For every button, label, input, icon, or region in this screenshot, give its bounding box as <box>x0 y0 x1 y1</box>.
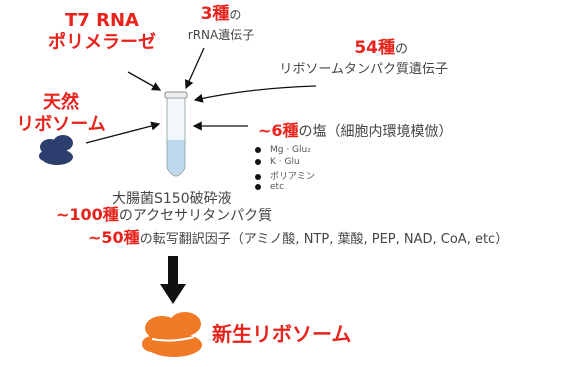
rrna-suffix: の <box>229 8 242 22</box>
new-ribosome-label: 新生リボソーム <box>212 322 352 346</box>
rrna-text: rRNA遺伝子 <box>187 28 255 42</box>
salts-label: ~6種の塩（細胞内環境模倣） <box>258 122 453 141</box>
accessory-count: ~100種 <box>56 205 119 224</box>
t7-rna-polymerase-label: T7 RNA ポリメラーゼ <box>42 10 162 54</box>
salts-text: の塩（細胞内環境模倣） <box>298 124 453 140</box>
salt-item: K · Glu <box>255 157 300 167</box>
lysate-label: 大腸菌S150破砕液 <box>112 191 232 207</box>
salts-prefix: ~ <box>258 121 272 140</box>
rrna-genes-label: 3種の rRNA遺伝子 <box>176 4 266 45</box>
arrow-natural-ribosome <box>85 121 161 144</box>
accessory-proteins-label: ~100種のアクセサリタンパク質 <box>56 205 272 226</box>
ribo-protein-count: 54種 <box>354 38 395 58</box>
translation-count: ~50種 <box>88 228 140 247</box>
arrow-rrna <box>185 47 205 90</box>
translation-factors-label: ~50種の転写翻訳因子（アミノ酸, NTP, 葉酸, PEP, NAD, CoA… <box>88 228 508 250</box>
arrow-ribo-protein <box>193 85 317 103</box>
t7-line2: ポリメラーゼ <box>48 32 156 53</box>
natural-line1: 天然 <box>43 92 79 113</box>
salts-count: 6種 <box>271 121 299 140</box>
salt-item: ポリアミン <box>255 169 315 182</box>
test-tube <box>164 91 188 177</box>
accessory-text: のアクセサリタンパク質 <box>118 208 273 224</box>
ribo-protein-suffix: の <box>394 42 408 57</box>
natural-ribosome-icon <box>39 135 73 165</box>
natural-ribosome-label: 天然 リボソーム <box>6 92 116 136</box>
arrow-t7 <box>127 71 162 91</box>
salt-item: etc <box>255 182 284 192</box>
rrna-count: 3種 <box>200 4 230 24</box>
t7-line1: T7 RNA <box>65 10 139 31</box>
salt-item: Mg · Glu₂ <box>255 145 311 155</box>
ribosomal-protein-genes-label: 54種の リボソームタンパク質遺伝子 <box>258 38 448 80</box>
translation-text: の転写翻訳因子（アミノ酸, NTP, 葉酸, PEP, NAD, CoA, et… <box>139 232 509 247</box>
big-down-arrow <box>160 256 186 304</box>
natural-line2: リボソーム <box>16 114 106 135</box>
new-ribosome-icon <box>142 312 202 357</box>
ribo-protein-text: リボソームタンパク質遺伝子 <box>279 62 448 77</box>
